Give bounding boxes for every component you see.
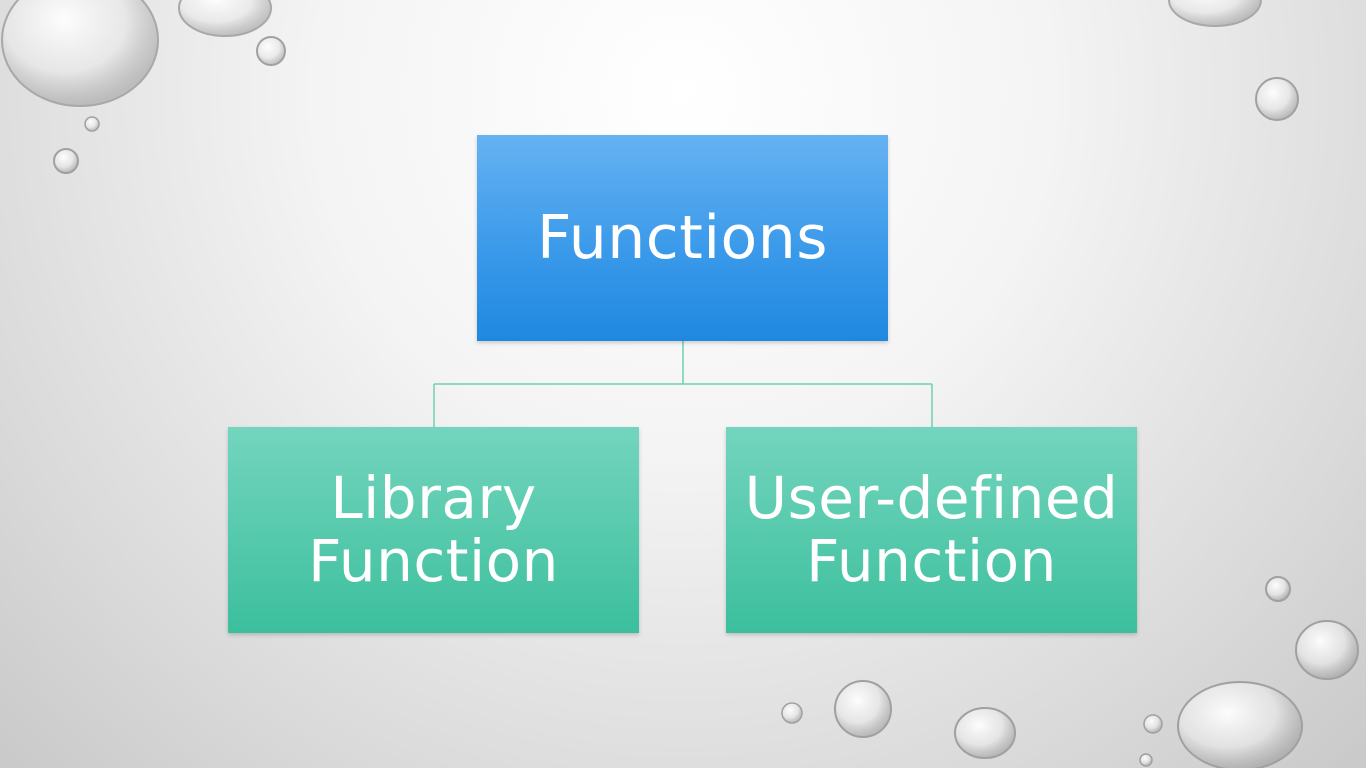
drop-cluster-bottom (781, 576, 1359, 768)
drop-cluster-top-right (1168, 0, 1299, 121)
node-functions-label: Functions (537, 202, 828, 273)
node-library-function: Library Function (228, 427, 639, 633)
node-user-defined-function: User-defined Function (726, 427, 1137, 633)
node-functions: Functions (477, 135, 888, 341)
drop-cluster-top-left (1, 0, 286, 174)
node-user-defined-function-label: User-defined Function (744, 464, 1119, 595)
node-library-function-label: Library Function (308, 464, 559, 595)
connector-root-to-children (433, 341, 933, 427)
